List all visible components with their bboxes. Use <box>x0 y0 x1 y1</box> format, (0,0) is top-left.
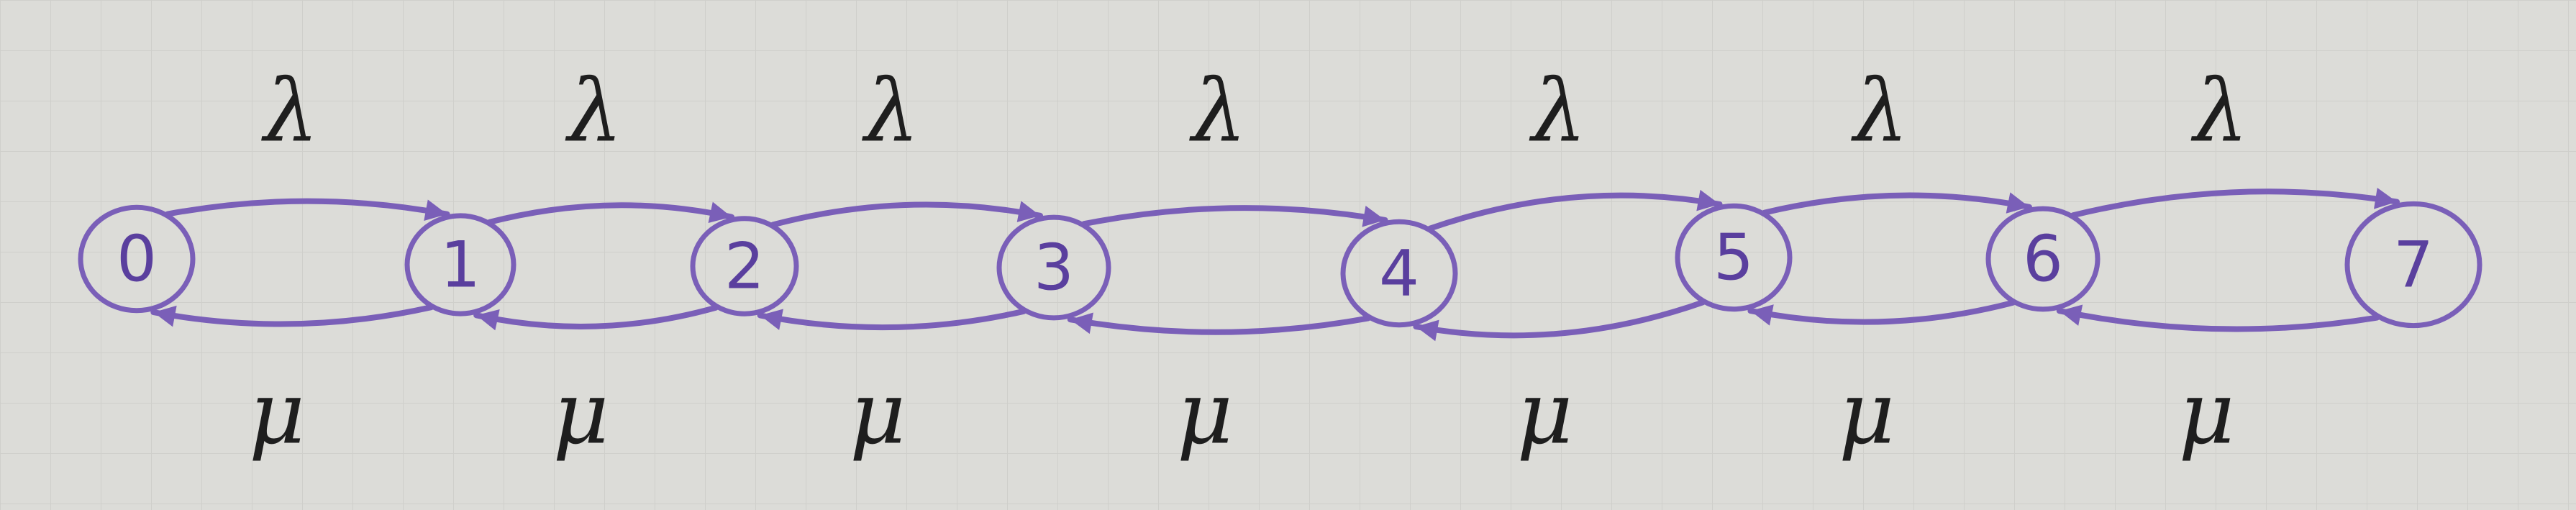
arrival-rate-label-0-1: λ <box>261 62 319 162</box>
arrival-rate-label-4-5: λ <box>1529 62 1586 162</box>
service-arc-1-0 <box>150 304 434 327</box>
service-arrowhead-4 <box>1416 319 1439 342</box>
state-label-5: 5 <box>1713 221 1754 295</box>
service-rate-label-7-6: μ <box>2179 364 2235 464</box>
state-circle-6 <box>1985 206 2101 312</box>
service-arc-3-2 <box>757 308 1027 331</box>
service-rate-label-4-3: μ <box>1177 364 1233 464</box>
state-circle-1 <box>404 213 516 317</box>
state-label-1: 1 <box>440 228 481 302</box>
service-rate-label-6-5: μ <box>1839 364 1895 464</box>
state-label-3: 3 <box>1034 231 1074 305</box>
arrival-arrowhead-0 <box>424 199 447 221</box>
state-circle-7 <box>2344 201 2482 329</box>
state-node-2: 2 <box>690 216 799 317</box>
state-node-3: 3 <box>996 214 1111 321</box>
state-circle-0 <box>78 204 196 314</box>
state-label-2: 2 <box>724 229 765 304</box>
arrival-rate-label-1-2: λ <box>565 62 622 162</box>
state-node-4: 4 <box>1340 219 1458 328</box>
arrival-arc-0-1 <box>164 198 450 217</box>
arrival-arrowhead-3 <box>1362 206 1385 227</box>
state-node-6: 6 <box>1985 206 2101 312</box>
arrival-arc-1-2 <box>486 202 734 225</box>
state-label-7: 7 <box>2393 228 2434 302</box>
service-arrowhead-2 <box>760 309 783 330</box>
arrival-arrowhead-1 <box>708 201 732 223</box>
state-label-4: 4 <box>1379 237 1419 311</box>
arrival-rate-label-3-4: λ <box>1189 62 1247 162</box>
state-node-5: 5 <box>1675 203 1793 312</box>
arrival-arrowhead-2 <box>1016 201 1040 222</box>
service-arc-7-6 <box>2056 308 2380 332</box>
state-label-0: 0 <box>117 222 157 296</box>
state-circle-3 <box>996 214 1111 321</box>
state-node-7: 7 <box>2344 201 2482 329</box>
state-label-6: 6 <box>2023 222 2063 296</box>
service-arc-5-4 <box>1413 299 1706 339</box>
state-node-1: 1 <box>404 213 516 317</box>
service-arrowhead-5 <box>1750 304 1774 326</box>
service-arrowhead-3 <box>1070 312 1093 334</box>
service-arrowhead-6 <box>2059 304 2083 326</box>
service-rate-label-2-1: μ <box>553 364 609 464</box>
arrival-arc-6-7 <box>2070 188 2400 219</box>
service-arc-6-5 <box>1747 299 2016 325</box>
arrival-arc-3-4 <box>1080 205 1388 227</box>
arrival-arc-4-5 <box>1426 192 1723 232</box>
state-circle-2 <box>690 216 799 317</box>
state-circle-4 <box>1340 219 1458 328</box>
service-arc-2-1 <box>473 304 719 329</box>
arrival-arrowhead-4 <box>1696 189 1720 211</box>
service-rate-label-3-2: μ <box>850 364 906 464</box>
service-rate-label-1-0: μ <box>249 364 305 464</box>
state-circle-5 <box>1675 203 1793 312</box>
service-arc-4-3 <box>1067 315 1372 335</box>
state-node-0: 0 <box>78 204 196 314</box>
arrival-arc-5-6 <box>1761 192 2032 216</box>
service-arrowhead-1 <box>476 309 500 331</box>
arrival-rate-label-2-3: λ <box>862 62 919 162</box>
arrival-arrowhead-5 <box>2006 192 2029 214</box>
arrival-arc-2-3 <box>770 201 1043 228</box>
arrival-rate-label-6-7: λ <box>2190 62 2248 162</box>
arrival-arrowhead-6 <box>2374 188 2397 209</box>
arrival-rate-label-5-6: λ <box>1851 62 1908 162</box>
service-rate-label-5-4: μ <box>1517 364 1573 464</box>
service-arrowhead-0 <box>153 305 177 327</box>
